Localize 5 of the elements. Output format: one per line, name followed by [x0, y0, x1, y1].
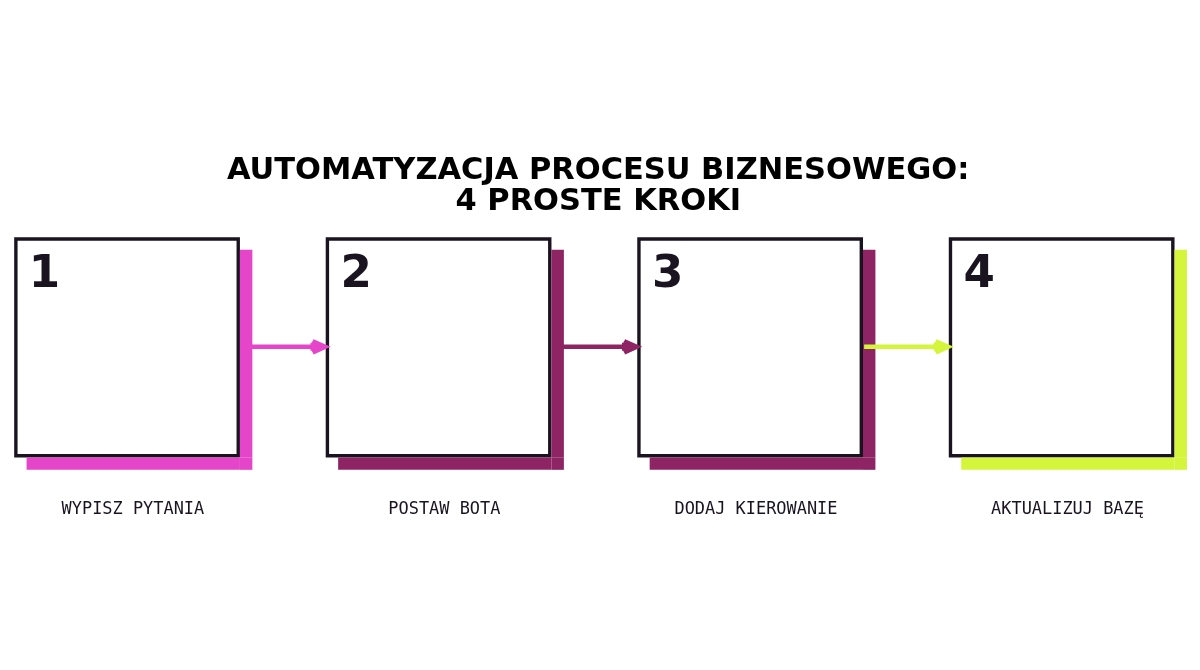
- node-label: WYPISZ PYTANIA: [61, 497, 205, 518]
- node-label: AKTUALIZUJ BAZĘ: [991, 497, 1144, 518]
- diagram-title: AUTOMATYZACJA PROCESU BIZNESOWEGO: 4 PROSTE KROKI: [226, 150, 970, 217]
- node-label: DODAJ KIEROWANIE: [674, 497, 838, 518]
- node-label: POSTAW BOTA: [388, 497, 501, 518]
